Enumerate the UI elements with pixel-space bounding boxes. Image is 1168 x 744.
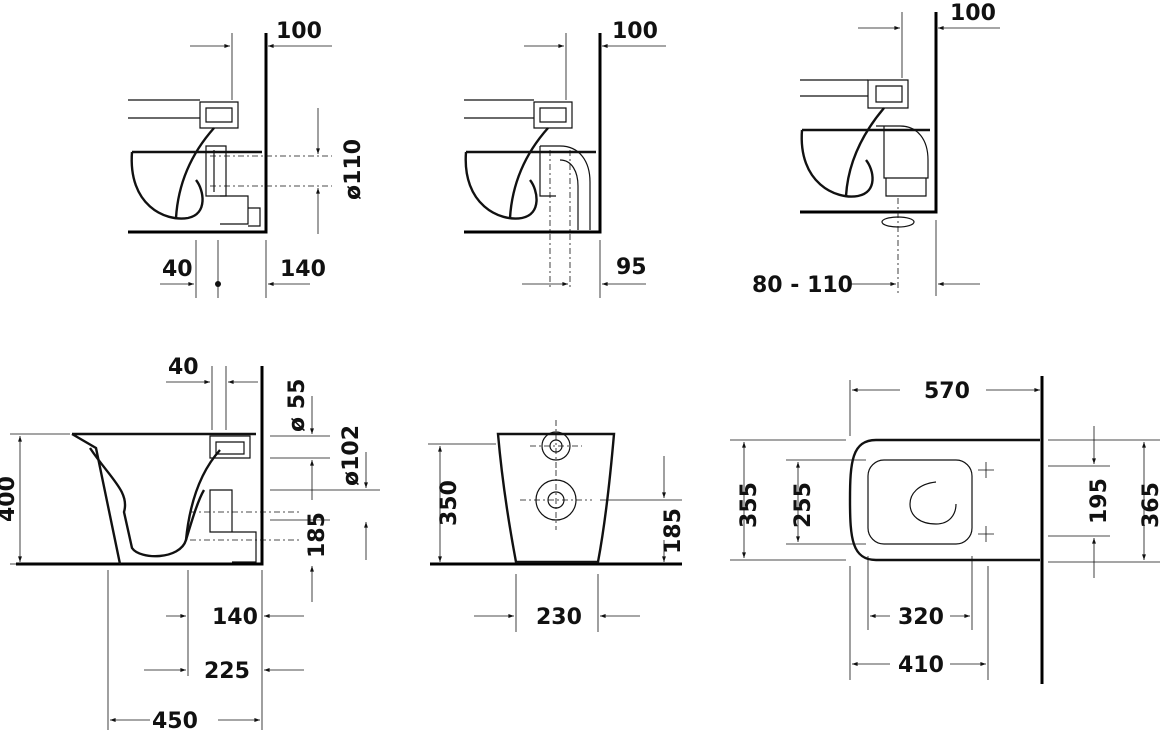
cistern-flush-box [199,101,239,129]
w320-label: 320 [898,605,944,630]
bowl-trap [89,447,206,558]
vertical-outlet [876,125,929,197]
dim-bottom-ext [195,240,267,298]
dim-top-label: 40 [168,355,199,380]
flush-lines [800,79,868,97]
dim-top-label: 100 [950,1,996,26]
dim-top-label: 100 [612,19,658,44]
wall-and-floor-line [800,12,938,214]
trap-line [508,127,549,219]
left-ext [730,439,866,561]
dim-left-label: 40 [162,257,193,282]
bowl-outline [800,129,874,198]
h350-label: 350 [437,480,462,526]
trap-line [844,107,885,197]
wall-and-floor-line [16,366,264,566]
dim-top-ext [524,33,566,100]
pipe-axis [210,155,332,187]
outlet-axis [190,511,300,541]
h195-label: 195 [1087,478,1112,524]
dim-right-label: 95 [616,255,647,280]
dia-label: ø110 [341,139,366,200]
bowl-plan-outline [848,438,1040,562]
wall-and-floor-line [464,33,602,234]
fixing-points [978,462,994,542]
outlet-connector [205,145,227,197]
bowl-outline [464,151,538,220]
h365-label: 365 [1139,482,1164,528]
h185-label: 185 [305,512,330,558]
height-ext [428,443,682,501]
h255-label: 255 [791,482,816,528]
bowl-outline [130,151,204,220]
cistern-flush-box [209,435,251,459]
flush-lines [128,99,200,119]
waste-outlet-plan [909,481,957,525]
h185-label: 185 [661,508,686,554]
waste-pipe [220,195,249,225]
right-ext [1048,439,1160,563]
dim-top-ext [166,366,227,430]
dim-top-ext [190,33,232,100]
bottom-ext [107,570,263,730]
dim-top-ext [858,12,902,78]
h400-ext [10,433,70,565]
bracket [248,207,261,227]
view-rear-elevation: 350 185 230 [428,420,686,632]
pedestal-outline [496,432,616,564]
wall-and-floor-line [128,33,268,234]
bend-pipe [540,145,591,230]
inlet-hole-outer [541,431,571,461]
w230-label: 230 [536,605,582,630]
dim-range-label: 80 - 110 [752,273,853,298]
h400-label: 400 [0,476,20,522]
w140-label: 140 [212,605,258,630]
pedestal-front [71,432,256,565]
w410-label: 410 [898,653,944,678]
cistern-flush-box [867,79,909,109]
flush-lines [464,99,534,119]
view-side-bend-outlet: 100 95 [464,19,666,298]
view-side-horizontal-outlet: 100 ø110 40 140 [128,19,366,298]
dim-right-label: 140 [280,257,326,282]
d55-label: ø 55 [285,379,310,432]
view-side-vertical-outlet: 100 80 - 110 [752,1,1000,298]
outlet-connector [539,146,556,197]
dim-top-label: 100 [276,19,322,44]
dim-right-ext [270,435,380,521]
cistern-flush-box [533,101,573,129]
view-plan: 570 355 255 195 365 320 410 [730,376,1164,684]
view-side-floor-standing: 40 ø 55 ø102 185 400 140 225 450 [0,355,380,734]
width-ext [515,574,599,632]
w225-label: 225 [204,659,250,684]
w570-label: 570 [924,379,970,404]
trap-line [184,449,221,541]
d102-label: ø102 [339,425,364,486]
bowl-opening [867,459,973,545]
hole-axes [520,420,592,530]
trap-line [174,127,215,219]
outlet-connector [209,489,257,563]
pipe-axis [549,150,571,290]
w450-label: 450 [152,709,198,734]
h355-label: 355 [737,482,762,528]
bottom-ext [849,556,989,680]
dim-bottom-dot [215,281,221,287]
